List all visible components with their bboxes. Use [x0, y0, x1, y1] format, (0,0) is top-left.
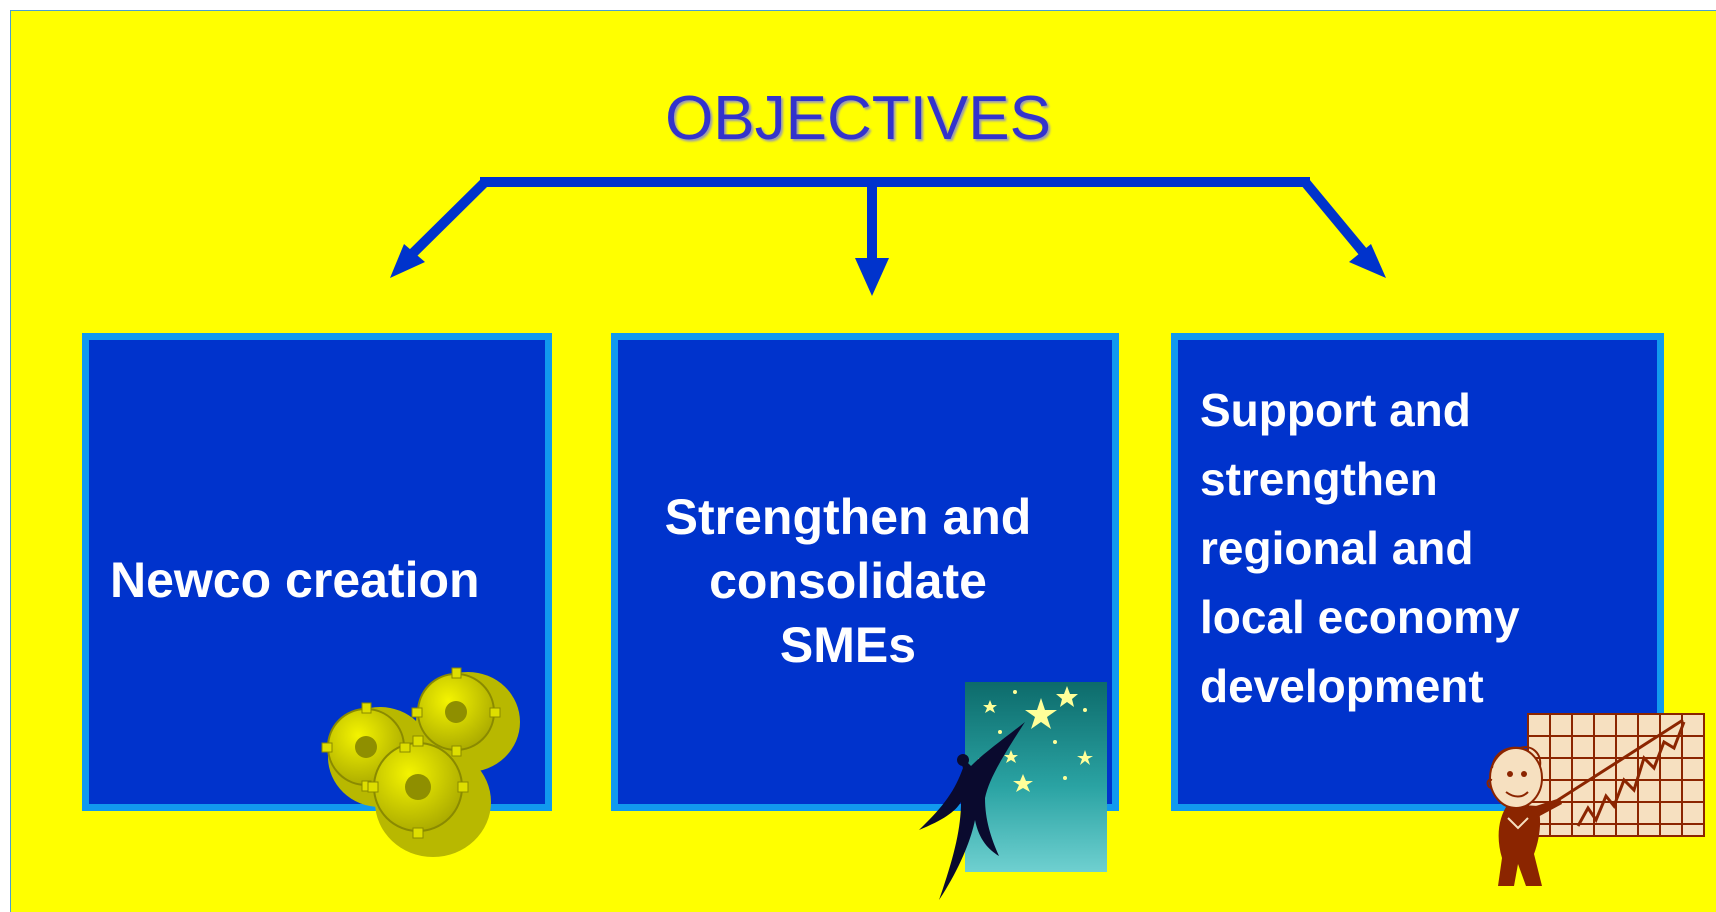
reach-for-stars-icon [919, 682, 1107, 900]
arrow-left [404, 178, 489, 262]
objective-label: Newco creation [110, 552, 480, 608]
objective-label: Support and strengthen regional and loca… [1200, 384, 1520, 712]
objective-label: Strengthen and consolidate SMEs [664, 489, 1032, 673]
gears-icon [321, 667, 520, 857]
arrow-right [1301, 178, 1372, 262]
presenter-chart-icon [1486, 713, 1705, 886]
arrow-center-head [855, 258, 889, 296]
arrow-right-head [1349, 244, 1386, 278]
arrow-left-head [390, 244, 425, 278]
page-title: OBJECTIVES [665, 84, 1051, 153]
